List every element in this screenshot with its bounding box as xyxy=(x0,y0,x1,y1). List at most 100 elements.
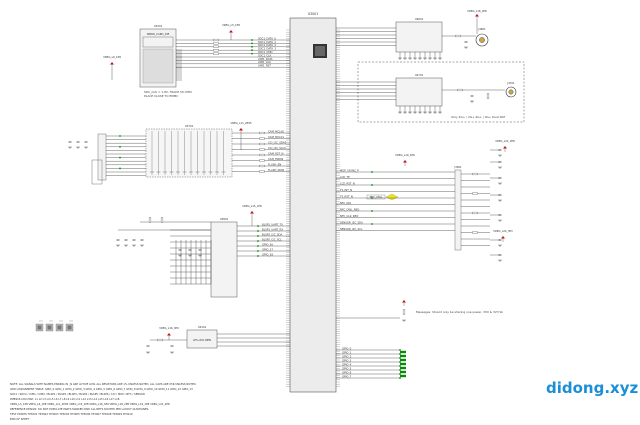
codec-ic-ref: U3801 xyxy=(220,217,229,221)
power-label-right-a: VREG_L22_2P8 xyxy=(495,139,515,143)
power-label-bottom: VREG_L16_3P0 xyxy=(159,326,179,330)
junction-dot xyxy=(119,145,121,148)
resistor xyxy=(472,211,478,215)
bottom-ic-ref: U4101 xyxy=(198,325,207,329)
power-flag xyxy=(501,236,505,239)
net-label: LCD_RST_N xyxy=(340,181,355,185)
green-testpoint xyxy=(400,370,406,374)
resistor xyxy=(213,52,219,55)
left-note-2: PLACE CLOSE TO EMMC xyxy=(144,94,178,98)
top-left-ic: U3201 WBRD_CARD_DIE xyxy=(139,24,177,88)
resistor xyxy=(213,38,219,42)
net-label: BLSP1_UART_RX xyxy=(262,227,283,231)
net-label: SDC1_DATA_3 xyxy=(258,47,276,51)
net-label: TS_INT_N xyxy=(340,188,352,192)
green-testpoint xyxy=(400,358,406,362)
net-label: FLASH_NOW xyxy=(268,168,285,172)
junction-dot xyxy=(399,361,401,363)
power-label-center: VREG_L15_1P8 xyxy=(242,204,262,208)
rf-top-conn-ref: J4601 xyxy=(477,27,486,31)
junction-dot xyxy=(371,210,373,212)
green-testpoint xyxy=(400,362,406,366)
top-left-ic-label: WBRD_CARD_DIE xyxy=(147,32,170,36)
resistor xyxy=(213,45,219,48)
net-label: BLSP2_I2C_SCL xyxy=(262,237,282,241)
power-flag xyxy=(503,146,507,149)
net-label: UIM1_DATA xyxy=(258,57,273,61)
net-label: CAM_MCLK1 xyxy=(268,135,284,139)
net-label: BLSP1_UART_TX xyxy=(262,222,283,226)
junction-dot xyxy=(399,377,401,379)
resistor xyxy=(259,131,265,135)
footer-note-1: GPIO ASSIGNMENT TABLE: GPIO_0 GPIO_1 GPI… xyxy=(10,387,193,391)
net-label: CAM_MCLK0 xyxy=(268,129,284,133)
resistor xyxy=(259,148,265,151)
power-flag xyxy=(229,30,233,33)
net-label: CAM_RST_N xyxy=(268,151,283,155)
resistor xyxy=(259,170,265,173)
footer-note-7: END OF SHEET xyxy=(10,417,30,421)
resistor xyxy=(148,217,152,223)
codec-ic: U3801 xyxy=(210,217,238,298)
junction-dot xyxy=(119,167,121,170)
junction-dot xyxy=(399,373,401,375)
rf-mid-ref: U4701 xyxy=(415,73,424,77)
net-label: SENSOR_I2C_SCL xyxy=(340,227,363,231)
bottom-ic: U4101 LP5-LDO-8PIN xyxy=(186,325,218,349)
resistor xyxy=(213,42,219,45)
main-ic-ref: U3001 xyxy=(308,12,318,16)
net-label: BLSP2_I2C_SDA xyxy=(262,232,283,236)
net-label: GPIO_3 xyxy=(342,358,352,362)
left-note-1: SDC_CLK = 1.8V, TRACE 50 OHM xyxy=(144,90,192,94)
mount-hole-part-inner xyxy=(57,325,62,330)
resistor xyxy=(486,93,490,99)
junction-dot xyxy=(371,184,373,186)
green-testpoint xyxy=(400,350,406,354)
power-flag xyxy=(403,160,407,163)
main-ic: U3001 xyxy=(286,12,340,393)
junction-dot xyxy=(257,250,259,252)
power-label-left: VREG_L6_1P8 xyxy=(103,55,121,59)
power-label-rf: VREG_L18_2P8 xyxy=(467,9,487,13)
net-label: GPIO_6 xyxy=(342,370,352,374)
resistor xyxy=(259,142,265,146)
net-label: GPIO_5 xyxy=(342,366,352,370)
resistor xyxy=(472,231,478,234)
junction-dot xyxy=(251,42,253,45)
watermark: didong.xyz xyxy=(546,379,638,397)
junction-dot xyxy=(257,235,259,237)
net-label: CAM_PWDN xyxy=(268,157,283,161)
rf-top-ref: U4601 xyxy=(415,17,424,21)
bottom-left-parts xyxy=(35,320,74,332)
mid-left-ic: U3701 xyxy=(145,124,233,178)
junction-dot xyxy=(371,171,373,173)
net-label: SDC1_CLK xyxy=(258,53,272,57)
junction-dot xyxy=(257,255,259,257)
right-note: Messages: Should only be sharing one pow… xyxy=(416,310,503,314)
net-label: FLASH_EN xyxy=(268,162,281,166)
footer-note-2: SDC1 / SDC2 / UIM1 / UIM2 / BLSP1 / BLSP… xyxy=(10,392,145,396)
passive-components xyxy=(68,34,502,378)
junction-dot xyxy=(257,245,259,247)
junction-dot xyxy=(399,369,401,371)
footer-note-4: VREG_L5_1P8 VREG_L6_1P8 VREG_L11_2P95 VR… xyxy=(10,402,170,406)
net-label: SDC1_DATA_0 xyxy=(258,36,276,40)
power-flag xyxy=(475,14,479,17)
resistor xyxy=(472,172,478,176)
power-flags xyxy=(110,14,507,339)
footer-notes: NOTE: ALL SIGNALS WITH NAMES ENDING IN _… xyxy=(10,382,197,421)
power-label-top-left: VREG_L5_1P8 xyxy=(222,23,240,27)
junction-dot xyxy=(257,240,259,242)
power-label-right-top: VREG_L19_1P8 xyxy=(395,153,415,157)
mount-hole-part-inner xyxy=(37,325,42,330)
net-label: GPIO_37 xyxy=(262,247,273,251)
net-label: LCD_TE xyxy=(340,175,350,179)
power-flag xyxy=(167,333,171,336)
mid-left-bus xyxy=(150,131,226,175)
net-label: CCI_I2C_SCL0 xyxy=(268,146,286,150)
net-labels: SDC1_DATA_0SDC1_DATA_1SDC1_DATA_2SDC1_DA… xyxy=(258,36,363,378)
yellow-net-tag: NFC_XTAL xyxy=(366,193,399,201)
junction-dot xyxy=(251,52,253,55)
resistor xyxy=(402,309,406,315)
net-label: GPIO_1 xyxy=(342,350,352,354)
